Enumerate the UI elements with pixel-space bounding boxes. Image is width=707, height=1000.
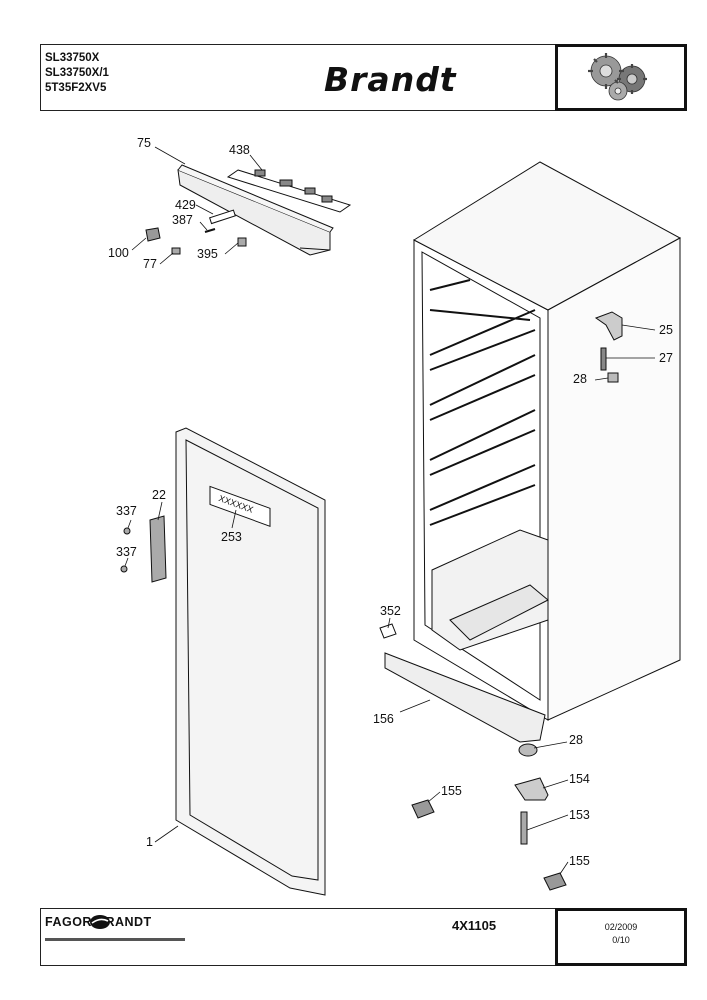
part-77 [171, 247, 181, 255]
callout-100: 100 [108, 246, 129, 260]
part-429 [209, 209, 236, 225]
callout-22: 22 [152, 488, 166, 502]
control-panel-75 [177, 164, 334, 256]
document-code: 4X1105 [452, 918, 497, 933]
model-1: SL33750X [45, 52, 100, 64]
callout-154: 154 [569, 772, 590, 786]
manufacturer-tagline-strip [45, 938, 185, 943]
callout-155-top: 155 [441, 784, 462, 798]
bush-28b [518, 743, 538, 757]
gears-logo-box [555, 44, 687, 111]
screw-337b [120, 565, 128, 573]
part-387 [204, 228, 216, 233]
bolt-153 [520, 811, 528, 845]
callout-77: 77 [143, 257, 157, 271]
callout-153: 153 [569, 808, 590, 822]
screw-337a [123, 527, 131, 535]
callout-337-bottom: 337 [116, 545, 137, 559]
callout-337-top: 337 [116, 504, 137, 518]
door-label-253 [209, 485, 271, 527]
bracket-154 [514, 777, 549, 801]
callout-25: 25 [659, 323, 673, 337]
callout-75: 75 [137, 136, 151, 150]
part-352 [379, 623, 397, 639]
callout-387: 387 [172, 213, 193, 227]
model-2: SL33750X/1 [45, 67, 109, 79]
callout-438: 438 [229, 143, 250, 157]
callout-27: 27 [659, 351, 673, 365]
callout-1: 1 [146, 835, 153, 849]
handle-22 [149, 515, 167, 583]
part-100 [145, 227, 161, 242]
callout-253: 253 [221, 530, 242, 544]
door [175, 427, 326, 896]
electronic-board-438 [226, 169, 352, 213]
bush-28a [607, 372, 619, 383]
brand-logo: Brandt [324, 60, 457, 99]
callout-395: 395 [197, 247, 218, 261]
part-395 [237, 237, 247, 247]
foot-155b [543, 872, 567, 891]
callout-429: 429 [175, 198, 196, 212]
model-3: 5T35F2XV5 [45, 82, 107, 94]
cabinet [412, 161, 682, 721]
foot-155a [411, 799, 435, 819]
gears-icon [588, 53, 647, 101]
footer-date-box: 02/2009 0/10 [555, 908, 687, 966]
screw-27 [600, 347, 607, 371]
callout-28-top: 28 [573, 372, 587, 386]
grille-156 [384, 652, 546, 743]
model-list: SL33750X SL33750X/1 5T35F2XV5 [45, 51, 109, 96]
footer-date: 02/2009 [604, 922, 638, 932]
footer-page: 0/10 [612, 935, 630, 945]
fagor-swoosh-icon [90, 915, 110, 929]
callout-155-bottom: 155 [569, 854, 590, 868]
hinge-25 [594, 311, 623, 341]
callout-352: 352 [380, 604, 401, 618]
callout-28-bottom: 28 [569, 733, 583, 747]
callout-156: 156 [373, 712, 394, 726]
